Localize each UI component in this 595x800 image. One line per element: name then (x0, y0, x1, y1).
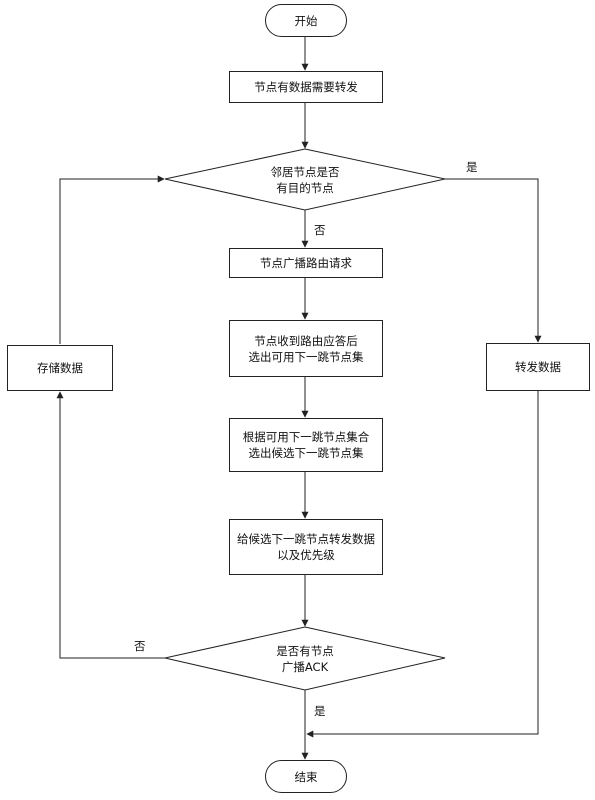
decision-label-ack: 是否有节点 广播ACK (276, 644, 334, 674)
decision-node-ack: 是否有节点 广播ACK (225, 642, 385, 676)
edge-label-d1-yes: 是 (466, 160, 478, 174)
edge-store-d1 (59, 175, 165, 344)
edge-label-d2-yes: 是 (314, 704, 326, 718)
process-node-store-data: 存储数据 (7, 345, 113, 391)
end-label: 结束 (294, 769, 318, 784)
process-label-store-data: 存储数据 (37, 361, 83, 375)
decision-node-neighbor: 邻居节点是否 有目的节点 (225, 163, 385, 197)
process-label-forward-data: 转发数据 (515, 360, 561, 374)
process-label-receive-reply: 节点收到路由应答后 选出可用下一跳节点集 (248, 333, 364, 364)
start-label: 开始 (294, 13, 318, 28)
process-node-forward-data: 转发数据 (486, 343, 590, 391)
process-node-broadcast-request: 节点广播路由请求 (229, 248, 383, 278)
edge-d2-store (56, 391, 165, 659)
end-terminal: 结束 (265, 760, 347, 793)
decision-label-neighbor: 邻居节点是否 有目的节点 (270, 165, 340, 195)
start-terminal: 开始 (265, 4, 347, 37)
process-label-broadcast-request: 节点广播路由请求 (260, 256, 352, 270)
process-label-select-candidates: 根据可用下一跳节点集合 选出候选下一跳节点集 (242, 430, 370, 460)
process-label-send-data: 给候选下一跳节点转发数据 以及优先级 (237, 532, 375, 562)
process-node-receive-reply: 节点收到路由应答后 选出可用下一跳节点集 (229, 320, 383, 377)
edge-d1-forward (445, 178, 542, 343)
process-label-has-data: 节点有数据需要转发 (254, 80, 358, 94)
edge-forward-end (306, 391, 539, 738)
process-node-has-data: 节点有数据需要转发 (229, 71, 383, 103)
process-node-send-data: 给候选下一跳节点转发数据 以及优先级 (229, 519, 383, 575)
process-node-select-candidates: 根据可用下一跳节点集合 选出候选下一跳节点集 (229, 418, 383, 472)
edge-label-d1-no: 否 (314, 223, 326, 237)
edge-label-d2-no: 否 (134, 639, 146, 653)
